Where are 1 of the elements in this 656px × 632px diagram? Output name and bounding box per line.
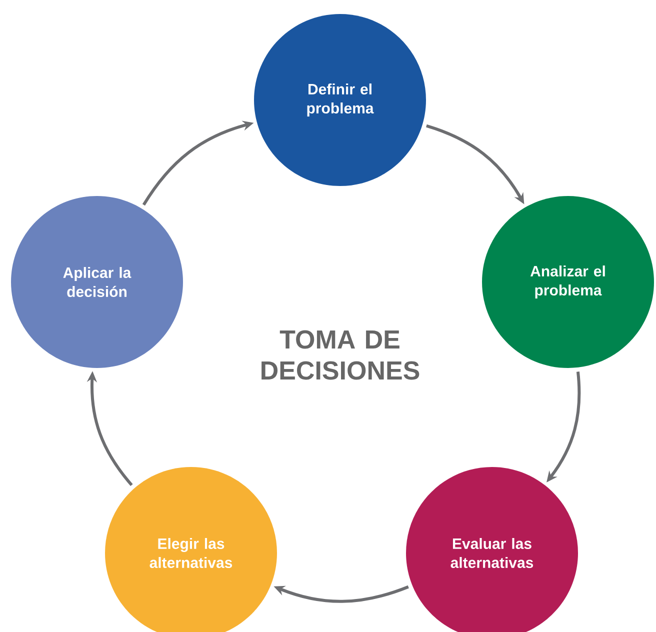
center-title: TOMA DE DECISIONES — [262, 330, 420, 380]
